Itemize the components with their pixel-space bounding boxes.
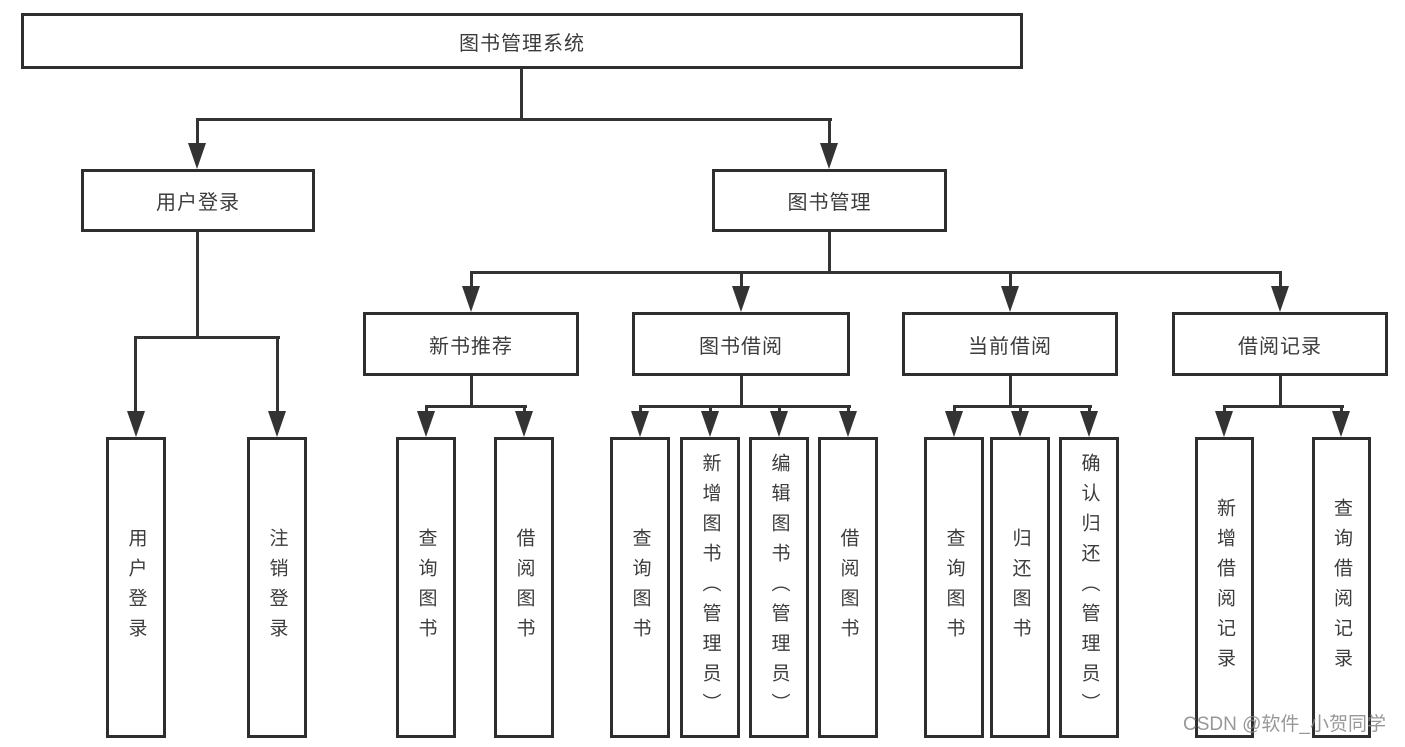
arrowhead bbox=[515, 411, 533, 437]
arrowhead bbox=[820, 143, 838, 169]
arrowhead bbox=[1011, 411, 1029, 437]
leaf-add-borrow-record-label: 新增借阅记录 bbox=[1214, 497, 1235, 678]
node-book-borrowing: 图书借阅 bbox=[632, 312, 850, 376]
connector-rec-stem-1 bbox=[425, 405, 428, 415]
leaf-edit-book-admin-label: 编辑图书（管理员） bbox=[768, 452, 790, 723]
connector-root-branch bbox=[196, 118, 832, 121]
connector-record-stem-1 bbox=[1223, 405, 1226, 415]
connector-borrow-branch bbox=[639, 405, 851, 408]
node-new-book-recommend: 新书推荐 bbox=[363, 312, 579, 376]
csdn-watermark: CSDN @软件_小贺同学 bbox=[1183, 714, 1386, 735]
arrowhead bbox=[701, 411, 719, 437]
connector-record-stem-2 bbox=[1340, 405, 1343, 415]
leaf-borrow-book-borrowing-label: 借阅图书 bbox=[837, 527, 859, 648]
connector-root-right-stem bbox=[828, 118, 831, 148]
leaf-query-book-borrowing: 查询图书 bbox=[610, 437, 670, 738]
node-borrowing-records-label: 借阅记录 bbox=[1238, 335, 1322, 358]
node-book-management-label: 图书管理 bbox=[787, 192, 872, 214]
arrowhead bbox=[268, 411, 286, 437]
node-user-login-label: 用户登录 bbox=[156, 192, 240, 214]
connector-mgmt-stem-1 bbox=[470, 271, 473, 289]
leaf-user-login: 用户登录 bbox=[106, 437, 166, 738]
connector-record-branch bbox=[1223, 405, 1344, 408]
leaf-user-login-label: 用户登录 bbox=[125, 527, 147, 648]
leaf-confirm-return-admin-label: 确认归还（管理员） bbox=[1078, 452, 1100, 723]
arrowhead bbox=[1271, 286, 1289, 312]
leaf-query-book-current-label: 查询图书 bbox=[943, 527, 965, 648]
arrowhead bbox=[188, 143, 206, 169]
arrowhead bbox=[127, 411, 145, 437]
node-book-borrowing-label: 图书借阅 bbox=[699, 335, 783, 358]
connector-borrow-stem-4 bbox=[847, 405, 850, 415]
leaf-query-borrow-record-label: 查询借阅记录 bbox=[1331, 497, 1352, 678]
connector-login-stem bbox=[196, 232, 199, 339]
leaf-borrow-book-recommend: 借阅图书 bbox=[494, 437, 554, 738]
leaf-logout: 注销登录 bbox=[247, 437, 307, 738]
leaf-query-book-current: 查询图书 bbox=[924, 437, 984, 738]
leaf-query-book-recommend: 查询图书 bbox=[396, 437, 456, 738]
connector-login-left-stem bbox=[134, 336, 137, 414]
connector-rec-stem bbox=[470, 376, 473, 408]
leaf-return-book-label: 归还图书 bbox=[1009, 527, 1031, 648]
leaf-edit-book-admin: 编辑图书（管理员） bbox=[749, 437, 809, 738]
node-borrowing-records: 借阅记录 bbox=[1172, 312, 1388, 376]
connector-current-stem bbox=[1009, 376, 1012, 408]
connector-rec-stem-2 bbox=[523, 405, 526, 415]
leaf-query-book-borrowing-label: 查询图书 bbox=[629, 527, 651, 648]
node-new-book-recommend-label: 新书推荐 bbox=[429, 335, 513, 358]
connector-borrow-stem-3 bbox=[778, 405, 781, 415]
connector-mgmt-stem bbox=[828, 232, 831, 274]
node-root: 图书管理系统 bbox=[21, 13, 1023, 69]
arrowhead bbox=[1332, 411, 1350, 437]
connector-borrow-stem-1 bbox=[639, 405, 642, 415]
connector-mgmt-branch bbox=[470, 271, 1282, 274]
connector-current-stem-3 bbox=[1088, 405, 1091, 415]
connector-current-stem-2 bbox=[1019, 405, 1022, 415]
arrowhead bbox=[732, 286, 750, 312]
arrowhead bbox=[839, 411, 857, 437]
connector-mgmt-stem-3 bbox=[1009, 271, 1012, 289]
arrowhead bbox=[1080, 411, 1098, 437]
node-current-borrowing-label: 当前借阅 bbox=[968, 335, 1052, 358]
leaf-add-borrow-record: 新增借阅记录 bbox=[1195, 437, 1254, 738]
connector-root-left-stem bbox=[196, 118, 199, 148]
arrowhead bbox=[462, 286, 480, 312]
leaf-borrow-book-borrowing: 借阅图书 bbox=[818, 437, 878, 738]
connector-current-stem-1 bbox=[953, 405, 956, 415]
leaf-add-book-admin-label: 新增图书（管理员） bbox=[699, 452, 721, 723]
node-current-borrowing: 当前借阅 bbox=[902, 312, 1118, 376]
leaf-borrow-book-recommend-label: 借阅图书 bbox=[513, 527, 535, 648]
connector-record-stem bbox=[1279, 376, 1282, 408]
connector-borrow-stem-2 bbox=[709, 405, 712, 415]
leaf-query-book-recommend-label: 查询图书 bbox=[415, 527, 437, 648]
leaf-confirm-return-admin: 确认归还（管理员） bbox=[1059, 437, 1119, 738]
arrowhead bbox=[770, 411, 788, 437]
node-book-management: 图书管理 bbox=[712, 169, 947, 232]
arrowhead bbox=[631, 411, 649, 437]
connector-current-branch bbox=[953, 405, 1092, 408]
connector-mgmt-stem-4 bbox=[1279, 271, 1282, 289]
leaf-query-borrow-record: 查询借阅记录 bbox=[1312, 437, 1371, 738]
arrowhead bbox=[1001, 286, 1019, 312]
connector-borrow-stem bbox=[740, 376, 743, 408]
node-root-label: 图书管理系统 bbox=[459, 32, 585, 55]
node-user-login: 用户登录 bbox=[81, 169, 315, 232]
connector-root-stem bbox=[520, 69, 523, 121]
arrowhead bbox=[945, 411, 963, 437]
connector-login-branch bbox=[134, 336, 280, 339]
connector-rec-branch bbox=[425, 405, 527, 408]
arrowhead bbox=[1215, 411, 1233, 437]
connector-login-right-stem bbox=[276, 336, 279, 414]
arrowhead bbox=[417, 411, 435, 437]
leaf-logout-label: 注销登录 bbox=[266, 527, 288, 648]
leaf-add-book-admin: 新增图书（管理员） bbox=[680, 437, 740, 738]
connector-mgmt-stem-2 bbox=[740, 271, 743, 289]
leaf-return-book: 归还图书 bbox=[990, 437, 1050, 738]
